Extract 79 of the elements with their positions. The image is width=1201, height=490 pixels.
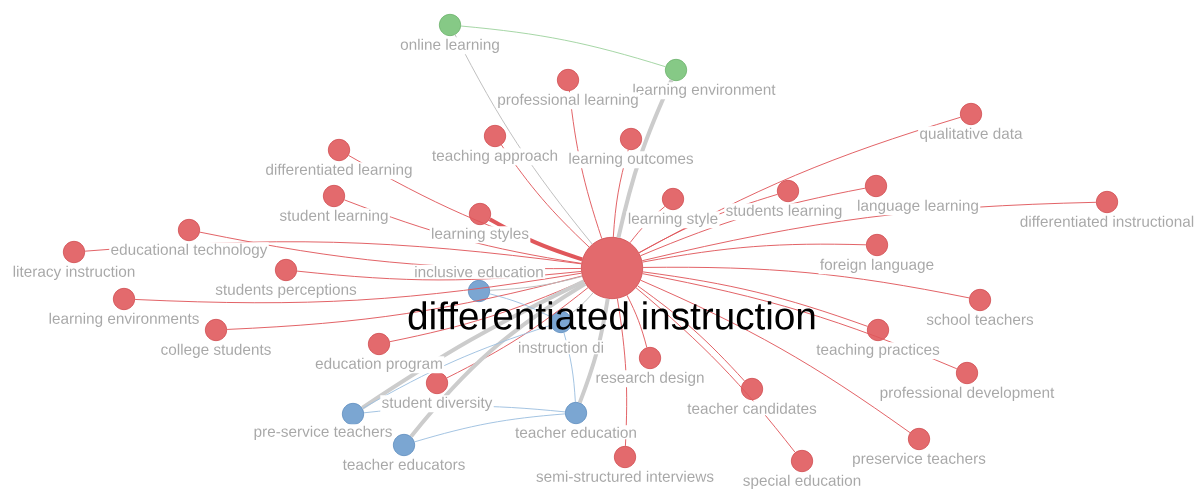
network-node — [564, 401, 588, 425]
node-label: special education — [741, 473, 863, 490]
node-label: college students — [159, 342, 273, 360]
node-label: instruction di — [516, 340, 606, 355]
node-label: semi-structured interviews — [534, 469, 716, 484]
node-label: student diversity — [380, 395, 494, 413]
network-node — [322, 184, 346, 208]
node-label: learning styles — [429, 226, 531, 244]
node-label: language learning — [855, 198, 981, 216]
network-node — [968, 288, 992, 312]
network-node — [341, 402, 365, 426]
network-node — [865, 233, 889, 257]
node-label: learning style — [626, 211, 720, 229]
network-node — [907, 427, 931, 451]
network-node — [955, 361, 979, 385]
link-line — [642, 243, 867, 263]
network-node — [467, 279, 491, 303]
link-line — [460, 25, 666, 68]
node-label: online learning — [398, 37, 502, 55]
network-node — [661, 187, 685, 211]
link-line — [637, 285, 745, 382]
network-node — [204, 318, 228, 342]
node-label: preservice teachers — [850, 451, 988, 469]
link-line — [577, 298, 610, 404]
link-line — [134, 272, 582, 304]
network-node — [664, 58, 688, 82]
node-label: differentiated instructional — [1018, 214, 1196, 229]
link-line — [362, 324, 551, 409]
link-line — [489, 276, 583, 291]
network-node — [274, 258, 298, 282]
node-label: teaching approach — [430, 148, 560, 166]
node-label: literacy instruction — [11, 264, 137, 282]
network-node — [327, 138, 351, 162]
node-label: pre-service teachers — [252, 424, 394, 442]
network-node — [468, 202, 492, 226]
node-label: students perceptions — [213, 282, 359, 300]
node-label: qualitative data — [918, 126, 1024, 144]
network-node — [483, 124, 507, 148]
node-label: differentiated learning — [264, 162, 414, 180]
network-node — [62, 240, 86, 264]
network-node — [776, 179, 800, 203]
link-line — [642, 266, 970, 299]
network-node — [112, 287, 136, 311]
link-line — [642, 271, 868, 327]
network-node — [580, 236, 644, 300]
network-node — [959, 102, 983, 126]
node-label: teaching practices — [814, 342, 942, 360]
network-node — [392, 433, 416, 457]
node-label: teacher candidates — [685, 401, 819, 416]
network-node — [177, 218, 201, 242]
node-label: students learning — [724, 203, 844, 221]
network-node — [864, 174, 888, 198]
network-node — [425, 371, 449, 395]
node-label: education program — [313, 356, 445, 374]
node-label: student learning — [278, 208, 390, 226]
node-label: professional development — [878, 385, 1056, 403]
network-node — [619, 127, 643, 151]
network-node — [866, 318, 890, 342]
node-label: research design — [594, 370, 706, 388]
network-node — [790, 449, 814, 473]
node-label: foreign language — [818, 257, 936, 275]
node-label: school teachers — [925, 312, 1036, 327]
link-line — [626, 294, 648, 348]
network-node — [1095, 190, 1119, 214]
network-node — [367, 332, 391, 356]
link-line — [635, 287, 796, 453]
node-label: inclusive education — [412, 264, 546, 279]
network-node — [638, 346, 662, 370]
node-label: teacher education — [513, 425, 639, 440]
node-label: learning environments — [47, 311, 201, 329]
link-line — [640, 279, 911, 434]
network-node — [740, 377, 764, 401]
node-label: teacher educators — [341, 457, 467, 472]
node-label: learning outcomes — [567, 151, 695, 169]
network-node — [438, 13, 462, 37]
network-node — [613, 445, 637, 469]
node-label: educational technology — [109, 242, 269, 260]
network-node — [556, 68, 580, 92]
link-line — [414, 413, 566, 443]
